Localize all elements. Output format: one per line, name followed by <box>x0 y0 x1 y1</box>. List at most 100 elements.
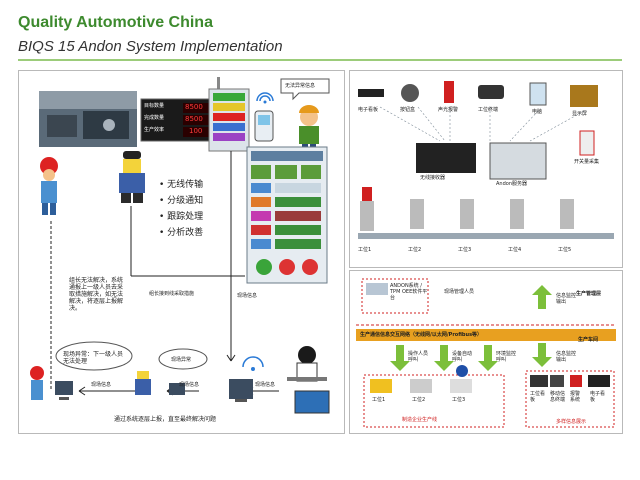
production-line-box <box>363 374 505 428</box>
device-label-0: 电子看板 <box>358 107 379 113</box>
worker-bottom-left-icon <box>30 366 44 400</box>
output-alarm: 报警系统 <box>570 391 581 403</box>
station-label-3: 工位3 <box>452 397 466 403</box>
bottom-note: 通过系统逐层上报，直至最终解决问题 <box>114 416 217 423</box>
output-station-board: 工位看板 <box>530 391 546 403</box>
station-2-icon <box>410 379 432 393</box>
escalation-note: 组长无法解决，系统通报上一级人员去采取措施解决，如无法解决，将逐层上报解决。 <box>69 277 124 312</box>
callout-top-text: 无法异常信息 <box>285 83 316 89</box>
input-equipment: 设备自动呼叫 <box>452 351 473 363</box>
team-leader-icon <box>119 151 145 203</box>
status-value-eff: 100 <box>189 127 203 135</box>
worker-bottom-mid-icon <box>135 371 151 395</box>
station-row <box>358 187 614 239</box>
arrow-down-bottom <box>532 343 552 367</box>
alarm-light-icon <box>444 81 454 103</box>
server-icon <box>489 142 547 180</box>
andon-tower-light <box>208 77 250 152</box>
wireless-signal-icon <box>256 92 274 104</box>
info-out-bottom-label: 信息监控输出 <box>556 351 577 363</box>
bullet-analysis: • 分析改善 <box>159 228 204 238</box>
wifi-bottom-icon <box>242 356 264 371</box>
station-label-2: 工位2 <box>412 397 426 403</box>
info-top: 现场信息 <box>237 293 258 299</box>
arrow-up-2 <box>434 345 454 371</box>
output-mobile: 移动信息终端 <box>550 391 566 403</box>
title-divider <box>18 59 622 61</box>
architecture-diagram <box>356 278 616 428</box>
andon-software-label: ANDON系统 / TPM OEE软件平台 <box>390 283 428 301</box>
io-collector-icon <box>579 130 595 156</box>
arrow-up-1 <box>390 345 410 371</box>
input-operator: 操作人员呼叫 <box>408 351 429 363</box>
info-out-top-label: 信息监控输出 <box>556 293 577 305</box>
callout-left-bubble <box>55 341 133 371</box>
arrow-up-3 <box>478 345 498 371</box>
andon-tablet-screen <box>246 146 328 284</box>
station-board-icon <box>530 375 548 387</box>
bus-label: 生产通信信息交互网络（无线网/以太网/Profibus等） <box>360 332 483 338</box>
info-label-2: 现场信息 <box>179 382 200 388</box>
communication-bus <box>356 329 616 341</box>
alarm-system-icon <box>570 375 582 387</box>
wireless-receiver-icon <box>416 143 476 173</box>
device-row <box>358 81 598 156</box>
page-title: Quality Automotive China <box>18 14 213 31</box>
e-board-icon <box>588 375 610 387</box>
station-label-3: 工位4 <box>508 247 522 253</box>
server-label-1: Andon服务器 <box>496 181 527 187</box>
andon-escalation-panel: 无法异常信息 目标数量 完成数量 生产效率 8500 8500 100 • 无线… <box>18 70 345 434</box>
site-manager-label: 现场管理人员 <box>444 289 475 295</box>
callout-left-text: 现场异常：下一级人员无法处理 <box>63 351 124 365</box>
mobile-terminal-icon <box>550 375 564 387</box>
output-eboard: 电子看板 <box>590 391 606 403</box>
production-status-board <box>140 98 214 142</box>
terminal-icon <box>478 85 504 99</box>
arrow-up-top <box>532 285 552 309</box>
manager-icon <box>287 346 327 382</box>
info-label-1: 现场信息 <box>91 382 112 388</box>
display-board-icon <box>570 85 598 107</box>
device-label-2: 声光报警 <box>438 107 459 113</box>
status-label-eff: 生产效率 <box>144 127 165 133</box>
leader-note: 组长接到线采取措施 <box>149 291 195 297</box>
handheld-terminal-icon <box>254 110 274 142</box>
escalation-diagram <box>30 77 330 414</box>
hardware-diagram <box>358 81 614 239</box>
monitor-bottom-right-icon <box>294 390 330 414</box>
device-label-6: 开关量采集 <box>574 159 600 165</box>
bullet-wireless: • 无线传输 <box>159 180 204 190</box>
callout-mid-bubble <box>158 348 208 370</box>
computer-bottom-right-icon <box>229 379 253 402</box>
device-label-4: 电脑 <box>532 109 543 115</box>
station-label-0: 工位1 <box>358 247 372 253</box>
status-label-target: 目标数量 <box>144 103 165 109</box>
status-value-target: 8500 <box>185 103 203 111</box>
page-subtitle: BIQS 15 Andon System Implementation <box>18 38 283 55</box>
station-label-1: 工位2 <box>408 247 422 253</box>
station-label-1: 工位1 <box>372 397 386 403</box>
multi-display-label: 多样信息展示 <box>556 419 587 425</box>
bullet-levels: • 分级通知 <box>159 196 204 206</box>
device-label-3: 工位终端 <box>478 107 499 113</box>
worker-left-icon <box>40 157 58 215</box>
callout-mid-text: 现场异常 <box>171 357 192 363</box>
led-board-icon <box>358 89 384 97</box>
call-button-icon <box>401 84 419 102</box>
station-1-icon <box>370 379 392 393</box>
bullet-tracking: • 跟踪处理 <box>159 212 204 222</box>
device-label-1: 按钮盒 <box>400 107 416 113</box>
zone-mgmt-label: 生产管理层 <box>576 291 602 297</box>
enterprise-line-label: 制造企业生产线 <box>402 417 438 423</box>
input-environment: 环境监控呼叫 <box>496 351 517 363</box>
pc-icon <box>529 82 547 106</box>
computer-bottom-mid-icon <box>169 383 185 395</box>
info-label-3: 现场信息 <box>255 382 276 388</box>
zone-floor-label: 生产车间 <box>578 337 599 343</box>
station-label-4: 工位5 <box>558 247 572 253</box>
andon-architecture-panel: 生产管理层 生产车间 ANDON系统 / TPM OEE软件平台 现场管理人员 … <box>349 270 623 434</box>
callout-abnormal <box>280 78 330 101</box>
station-label-2: 工位3 <box>458 247 472 253</box>
server-label-0: 无线接收器 <box>420 175 446 181</box>
station-3-icon <box>450 379 472 393</box>
